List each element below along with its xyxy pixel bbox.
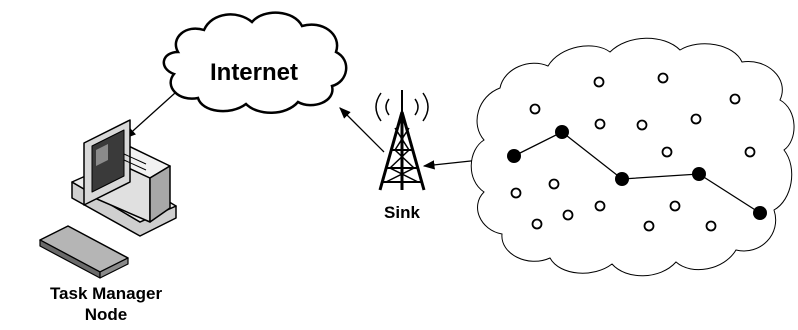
- idle-sensor-node: [636, 119, 648, 131]
- idle-sensor-node: [643, 220, 655, 232]
- idle-sensor-node: [661, 146, 673, 158]
- desktop-computer-icon: [39, 119, 177, 279]
- active-sensor-node: [615, 172, 629, 186]
- idle-sensor-node: [705, 220, 717, 232]
- active-sensor-node: [753, 206, 767, 220]
- task-manager-label-line-1: Task Manager: [50, 284, 163, 303]
- arrow-internet-to-task-manager: [124, 92, 176, 139]
- sink-label: Sink: [384, 203, 420, 222]
- idle-sensor-node: [548, 178, 560, 190]
- idle-sensor-nodes: [510, 72, 756, 232]
- idle-sensor-node: [669, 200, 681, 212]
- task-manager-label-line-2: Node: [85, 305, 128, 324]
- active-sensor-node: [507, 149, 521, 163]
- idle-sensor-node: [744, 146, 756, 158]
- idle-sensor-node: [510, 187, 522, 199]
- idle-sensor-node: [594, 118, 606, 130]
- idle-sensor-node: [690, 113, 702, 125]
- idle-sensor-node: [531, 218, 543, 230]
- arrow-sink-to-internet: [339, 107, 385, 153]
- idle-sensor-node: [729, 93, 741, 105]
- internet-label: Internet: [210, 59, 298, 86]
- idle-sensor-node: [657, 72, 669, 84]
- active-sensor-nodes: [507, 125, 767, 220]
- idle-sensor-node: [529, 103, 541, 115]
- sink-tower-icon: [375, 90, 429, 191]
- idle-sensor-node: [562, 209, 574, 221]
- internet-cloud-icon: Internet: [162, 11, 348, 114]
- active-sensor-node: [555, 125, 569, 139]
- idle-sensor-node: [593, 76, 605, 88]
- active-sensor-node: [692, 167, 706, 181]
- idle-sensor-node: [594, 200, 606, 212]
- sensor-field-cloud-icon: [470, 37, 795, 277]
